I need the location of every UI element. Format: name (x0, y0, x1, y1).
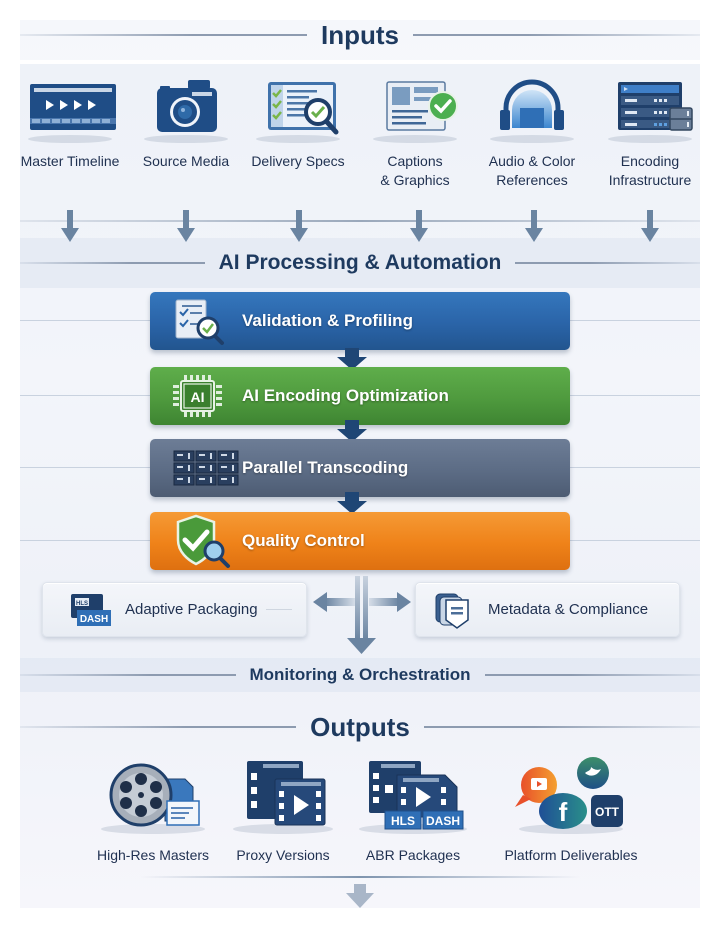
stage-parallel-transcoding[interactable]: Parallel Transcoding (150, 439, 570, 497)
output-label: High-Res Masters (96, 847, 210, 863)
input-captions-graphics: Captions& Graphics (355, 78, 475, 190)
output-proxy-versions: Proxy Versions (208, 755, 358, 863)
adaptive-packaging-label: Adaptive Packaging (125, 601, 258, 618)
split-connector-arrows-icon (313, 576, 411, 654)
band-divider (20, 60, 700, 64)
input-delivery-specs: Delivery Specs (238, 78, 358, 171)
hls-badge-text: HLS (391, 814, 415, 828)
dash-package-icon: HLS DASH (67, 592, 117, 628)
ott-badge-text: OTT (595, 805, 620, 819)
abr-package-icon: HLS DASH (353, 755, 473, 835)
input-label: Captions& Graphics (380, 153, 450, 188)
input-label: Master Timeline (20, 153, 120, 169)
arrow-down-icon (641, 210, 659, 242)
headphones-icon (482, 78, 582, 143)
band (20, 20, 700, 60)
server-rack-icon (600, 78, 700, 143)
timeline-icon (20, 78, 120, 143)
svg-text:AI: AI (191, 389, 205, 405)
outputs-divider (140, 876, 580, 878)
inputs-row: Master Timeline Source Media (20, 78, 700, 198)
dash-badge-text: DASH (80, 614, 108, 625)
output-label: Proxy Versions (236, 847, 330, 863)
metadata-compliance-label: Metadata & Compliance (488, 601, 649, 618)
stage-quality-control[interactable]: Quality Control (150, 512, 570, 570)
monitoring-title: Monitoring & Orchestration (249, 665, 471, 684)
checklist-magnifier-icon (248, 78, 348, 143)
adaptive-packaging-box[interactable]: HLS DASH Adaptive Packaging (42, 582, 307, 637)
dash-badge-text: DASH (426, 814, 460, 828)
inputs-header: Inputs (20, 20, 700, 50)
stage-label: Parallel Transcoding (242, 458, 409, 477)
output-platform-deliverables: f OTT Platform Deliverables (496, 755, 646, 863)
monitoring-header: Monitoring & Orchestration (20, 660, 700, 690)
output-label: ABR Packages (365, 847, 461, 863)
stage-label: Quality Control (242, 531, 365, 550)
input-source-media: Source Media (126, 78, 246, 171)
inputs-connector-line (20, 220, 700, 222)
pipeline-diagram: Inputs Master Timeline (20, 20, 700, 908)
outputs-header: Outputs (20, 712, 700, 742)
arrow-down-icon (177, 210, 195, 242)
svg-text:f: f (559, 797, 568, 827)
hls-badge-text: HLS (76, 601, 88, 607)
arrow-down-icon (337, 348, 367, 370)
arrow-down-icon (525, 210, 543, 242)
output-high-res-masters: High-Res Masters (78, 755, 228, 863)
document-shield-icon (434, 590, 474, 630)
stage-label: AI Encoding Optimization (242, 386, 449, 405)
camera-icon (136, 78, 236, 143)
arrow-down-icon (410, 210, 428, 242)
arrow-down-icon (61, 210, 79, 242)
outputs-title: Outputs (310, 711, 410, 742)
document-check-icon (365, 78, 465, 143)
divider (265, 609, 292, 610)
social-platforms-icon: f OTT (511, 755, 631, 835)
shield-check-icon (170, 512, 242, 570)
input-label: Delivery Specs (251, 153, 345, 169)
inputs-title: Inputs (321, 20, 399, 50)
ai-chip-icon: AI (170, 367, 242, 425)
input-master-timeline: Master Timeline (20, 78, 130, 171)
server-grid-icon (170, 439, 242, 497)
processing-header: AI Processing & Automation (20, 248, 700, 278)
metadata-compliance-box[interactable]: Metadata & Compliance (415, 582, 680, 637)
arrow-down-icon (337, 492, 367, 514)
arrow-down-icon (290, 210, 308, 242)
stage-validation-profiling[interactable]: Validation & Profiling (150, 292, 570, 350)
input-label: Source Media (142, 153, 230, 169)
output-abr-packages: HLS DASH ABR Packages (338, 755, 488, 863)
arrow-down-icon (346, 884, 374, 908)
checklist-magnifier-icon (170, 292, 242, 350)
film-reel-icon (93, 755, 213, 835)
output-label: Platform Deliverables (504, 847, 638, 863)
video-files-icon (223, 755, 343, 835)
arrow-down-icon (337, 420, 367, 442)
stage-label: Validation & Profiling (242, 311, 413, 330)
stage-ai-encoding-optimization[interactable]: AI AI Encoding Optimization (150, 367, 570, 425)
processing-title: AI Processing & Automation (218, 251, 502, 274)
